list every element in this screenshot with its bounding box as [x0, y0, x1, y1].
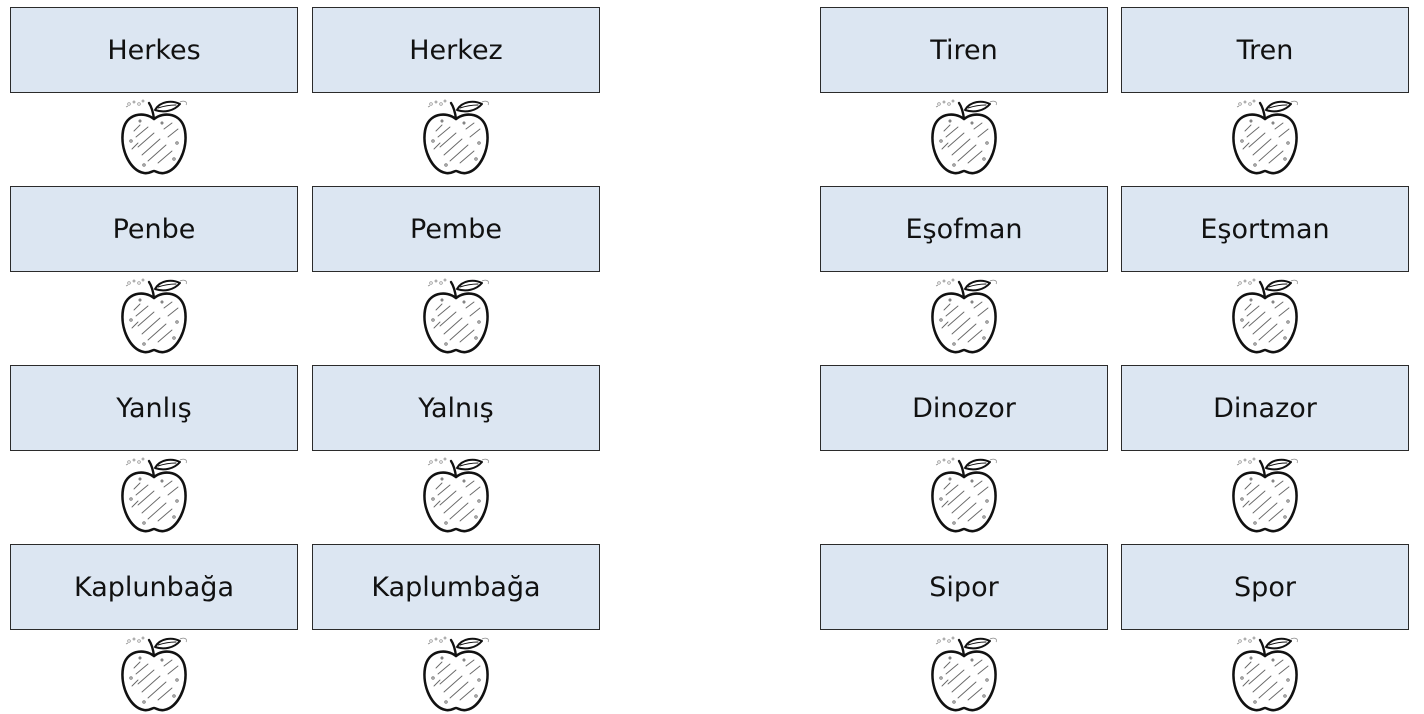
apple-icon: [1225, 634, 1305, 714]
word-option-box[interactable]: Dinozor: [820, 365, 1108, 451]
word-option-box[interactable]: Kaplunbağa: [10, 544, 298, 630]
word-option-box[interactable]: Herkez: [312, 7, 600, 93]
apple-icon: [924, 634, 1004, 714]
apple-icon: [114, 97, 194, 177]
apple-icon: [924, 455, 1004, 535]
apple-icon: [1225, 97, 1305, 177]
word-option-box[interactable]: Spor: [1121, 544, 1409, 630]
apple-icon: [924, 97, 1004, 177]
word-option-box[interactable]: Sipor: [820, 544, 1108, 630]
apple-icon: [1225, 276, 1305, 356]
word-option-box[interactable]: Kaplumbağa: [312, 544, 600, 630]
word-option-box[interactable]: Yanlış: [10, 365, 298, 451]
word-option-box[interactable]: Tiren: [820, 7, 1108, 93]
apple-icon: [416, 634, 496, 714]
word-option-box[interactable]: Yalnış: [312, 365, 600, 451]
word-option-box[interactable]: Herkes: [10, 7, 298, 93]
apple-icon: [114, 455, 194, 535]
word-option-box[interactable]: Pembe: [312, 186, 600, 272]
word-option-box[interactable]: Dinazor: [1121, 365, 1409, 451]
apple-icon: [114, 276, 194, 356]
word-option-box[interactable]: Eşortman: [1121, 186, 1409, 272]
apple-icon: [416, 455, 496, 535]
apple-icon: [924, 276, 1004, 356]
word-option-box[interactable]: Eşofman: [820, 186, 1108, 272]
word-option-box[interactable]: Tren: [1121, 7, 1409, 93]
apple-icon: [416, 97, 496, 177]
apple-icon: [114, 634, 194, 714]
apple-icon: [1225, 455, 1305, 535]
word-option-box[interactable]: Penbe: [10, 186, 298, 272]
apple-icon: [416, 276, 496, 356]
